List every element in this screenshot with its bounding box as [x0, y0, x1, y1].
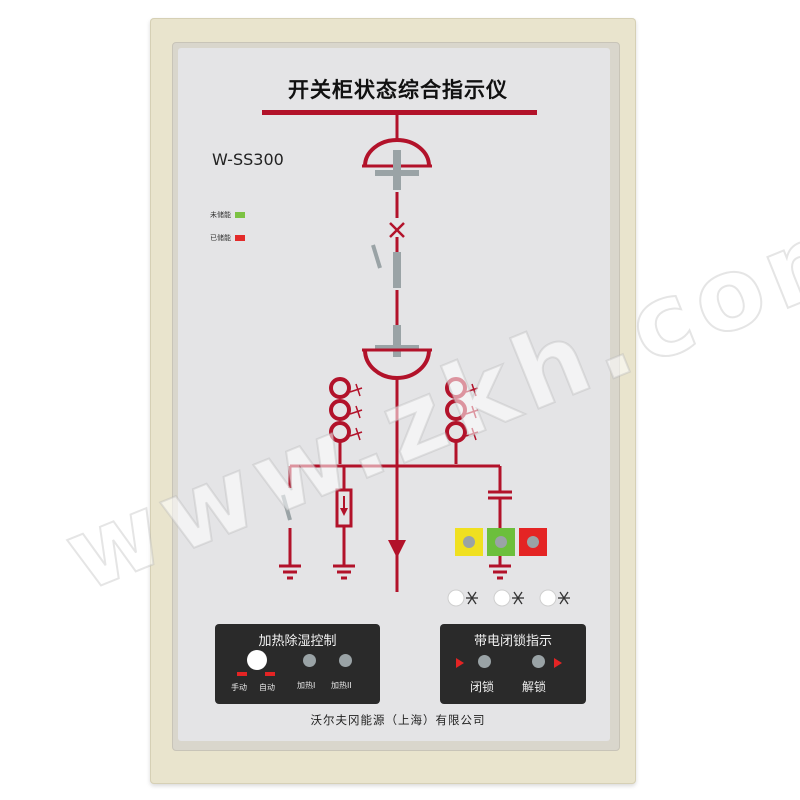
outgoing-arrow [388, 540, 406, 558]
legend-uncharged-swatch [235, 212, 245, 218]
breaker-indicator [393, 252, 401, 288]
device-title: 开关柜状态综合指示仪 [288, 78, 508, 102]
heating-panel-title: 加热除湿控制 [258, 634, 337, 649]
ground-symbol-1 [279, 564, 301, 580]
lower-position-indicator [393, 325, 401, 357]
heater-2-label: 加热II [331, 681, 352, 690]
legend-charged-swatch [235, 235, 245, 241]
lock-indicator-panel: 带电闭锁指示 闭锁 解锁 [440, 624, 586, 704]
unlock-arrow [554, 658, 562, 668]
unlock-led [532, 655, 545, 668]
lock-led [478, 655, 491, 668]
legend-uncharged: 未储能 [210, 210, 245, 220]
lock-panel-title: 带电闭锁指示 [473, 634, 552, 649]
legend-charged: 已储能 [210, 233, 245, 243]
heater-2-led [339, 654, 352, 667]
current-transformer-left [329, 377, 351, 443]
legend-charged-label: 已储能 [210, 234, 231, 242]
earthing-switch-indicator [281, 494, 292, 521]
auto-label: 自动 [259, 683, 275, 692]
earth-switch-indicator [371, 244, 382, 269]
ground-symbol-2 [333, 564, 355, 580]
model-number: W-SS300 [212, 150, 284, 169]
heater-1-led [303, 654, 316, 667]
unlock-label: 解锁 [522, 680, 547, 694]
phase-leds [447, 589, 570, 607]
auto-mark [265, 672, 275, 676]
ground-symbol-3 [489, 564, 511, 580]
breaker-mark [389, 222, 405, 238]
lock-label: 闭锁 [470, 680, 495, 694]
heating-control-panel: 加热除湿控制 手动 自动 加热I 加热II [215, 624, 380, 704]
current-transformer-right [445, 377, 467, 443]
lock-arrow [456, 658, 464, 668]
upper-contact [363, 138, 431, 167]
busbar [262, 110, 537, 115]
manual-label: 手动 [231, 683, 247, 692]
heater-1-label: 加热I [297, 681, 316, 690]
legend-uncharged-label: 未储能 [210, 211, 231, 219]
manual-mark [237, 672, 247, 676]
manufacturer-name: 沃尔夫冈能源（上海）有限公司 [310, 713, 486, 727]
mode-select-button[interactable] [247, 650, 267, 670]
